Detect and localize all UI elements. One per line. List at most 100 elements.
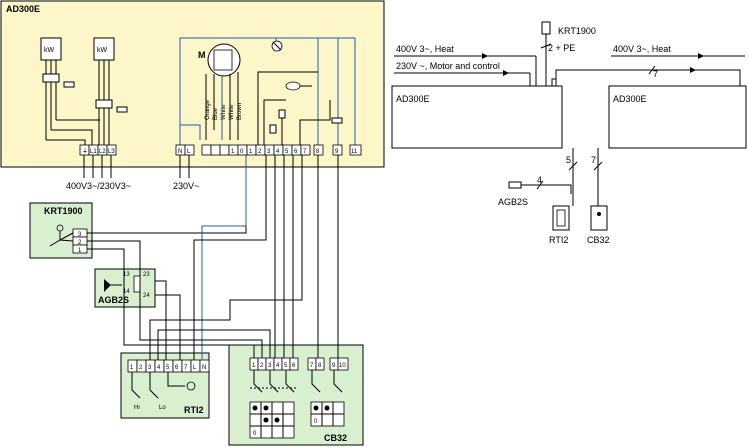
svg-text:14: 14 xyxy=(123,289,130,295)
ad300e-unit-1 xyxy=(391,85,563,149)
agb2s-sensor-icon xyxy=(104,279,122,292)
motor-control-line: 230V ~, Motor and control xyxy=(394,61,531,86)
svg-text:7: 7 xyxy=(653,69,658,79)
agb2s-device: AGB2S xyxy=(498,181,528,207)
cb32-switch-icon xyxy=(250,370,343,393)
svg-text:5: 5 xyxy=(166,365,170,371)
svg-text:6: 6 xyxy=(294,149,298,155)
supply-400v-label: 400V3~/230V3~ xyxy=(66,181,131,191)
rti2-hi-label: Hi xyxy=(134,405,140,411)
svg-text:1: 1 xyxy=(231,149,235,155)
svg-text:AGB2S: AGB2S xyxy=(498,197,528,207)
svg-text:2: 2 xyxy=(139,365,143,371)
thermostat-icon xyxy=(285,81,312,91)
svg-text:5: 5 xyxy=(284,363,288,369)
krt1900-device: KRT1900 2 + PE xyxy=(540,21,596,86)
svg-text:11: 11 xyxy=(351,149,358,155)
svg-text:3: 3 xyxy=(268,363,272,369)
svg-text:L3: L3 xyxy=(108,149,115,155)
svg-text:AD300E: AD300E xyxy=(396,94,430,104)
aux-terminal-block: 8 9 11 xyxy=(313,144,362,156)
svg-text:White: White xyxy=(221,104,227,120)
rti2-switch-icon xyxy=(131,372,196,399)
svg-text:L: L xyxy=(193,365,197,371)
svg-text:White: White xyxy=(229,104,235,120)
svg-text:4: 4 xyxy=(276,363,280,369)
svg-text:2: 2 xyxy=(260,363,264,369)
svg-text:AGB2S: AGB2S xyxy=(98,295,129,305)
svg-text:6: 6 xyxy=(292,363,296,369)
heat-line-1: 400V 3~, Heat xyxy=(394,44,537,86)
svg-text:Orange: Orange xyxy=(205,99,211,120)
cb32-selector-grid-right: 0 xyxy=(310,401,345,427)
ad300e-panel-title: AD300E xyxy=(6,4,40,14)
svg-text:RTI2: RTI2 xyxy=(184,405,204,415)
svg-text:1: 1 xyxy=(249,149,253,155)
rti2-device: RTI2 xyxy=(549,205,570,245)
svg-text:8: 8 xyxy=(318,363,322,369)
svg-text:1: 1 xyxy=(130,365,134,371)
supply-230v-label: 230V~ xyxy=(173,181,199,191)
svg-text:400V 3~, Heat: 400V 3~, Heat xyxy=(396,44,454,54)
svg-text:13: 13 xyxy=(123,272,130,278)
svg-text:RTI2: RTI2 xyxy=(549,235,568,245)
svg-text:kW: kW xyxy=(97,47,108,54)
krt1900-terminals: 3 2 1 xyxy=(72,228,88,254)
svg-text:KRT1900: KRT1900 xyxy=(44,206,83,216)
svg-text:7: 7 xyxy=(303,149,307,155)
svg-text:2: 2 xyxy=(258,149,262,155)
svg-text:0: 0 xyxy=(253,431,257,437)
svg-text:N: N xyxy=(178,149,182,155)
motor-symbol: M xyxy=(198,43,241,77)
ad300e-panel xyxy=(0,0,385,168)
svg-text:4: 4 xyxy=(537,175,542,185)
svg-text:kW: kW xyxy=(44,47,55,54)
svg-text:7: 7 xyxy=(310,363,314,369)
rti2-lo-label: Lo xyxy=(159,405,166,411)
motor-wire-labels: Orange Blue White White Brown xyxy=(205,99,243,120)
heat-line-2: 400V 3~, Heat xyxy=(611,44,745,59)
svg-text:23: 23 xyxy=(143,272,150,278)
cb32-selector-grid-left: 0 xyxy=(249,401,295,439)
ad300e-unit-2 xyxy=(608,85,747,149)
svg-text:L: L xyxy=(187,149,191,155)
main-terminal-block: N L 1 0 1 2 3 4 5 6 7 xyxy=(175,144,311,156)
rti2-terminals: 1 2 3 4 5 6 7 L N xyxy=(127,359,210,373)
cb32-device: CB32 xyxy=(587,205,610,245)
svg-text:6: 6 xyxy=(175,365,179,371)
svg-text:7: 7 xyxy=(591,155,596,165)
svg-text:9: 9 xyxy=(332,363,336,369)
contactor-1: kW xyxy=(40,37,75,140)
cb32-terminals: 1 2 3 4 5 6 7 8 9 10 xyxy=(249,357,349,371)
svg-text:⏚: ⏚ xyxy=(82,148,88,155)
svg-text:3: 3 xyxy=(148,365,152,371)
svg-text:L2: L2 xyxy=(99,149,106,155)
svg-text:3: 3 xyxy=(78,232,82,238)
svg-text:M: M xyxy=(198,50,206,60)
svg-text:10: 10 xyxy=(339,363,346,369)
power-terminal-block: ⏚ L1 L2 L3 xyxy=(79,144,117,156)
svg-text:Blue: Blue xyxy=(213,107,219,120)
svg-text:9: 9 xyxy=(335,149,339,155)
svg-text:400V 3~, Heat: 400V 3~, Heat xyxy=(613,44,671,54)
svg-text:230V ~, Motor and control: 230V ~, Motor and control xyxy=(396,61,500,71)
svg-text:CB32: CB32 xyxy=(324,433,347,443)
svg-text:AD300E: AD300E xyxy=(613,94,647,104)
svg-text:3: 3 xyxy=(267,149,271,155)
svg-text:5: 5 xyxy=(566,155,571,165)
svg-text:Brown: Brown xyxy=(237,103,243,120)
svg-text:0: 0 xyxy=(314,419,318,425)
krt1900-sensor-icon xyxy=(49,224,74,247)
contactor-2: kW xyxy=(93,37,128,145)
svg-text:N: N xyxy=(202,365,206,371)
svg-text:8: 8 xyxy=(316,149,320,155)
svg-text:5: 5 xyxy=(285,149,289,155)
svg-text:0: 0 xyxy=(240,149,244,155)
svg-text:CB32: CB32 xyxy=(587,235,610,245)
heater-lamp-icon xyxy=(271,40,283,52)
svg-text:4: 4 xyxy=(157,365,161,371)
svg-text:4: 4 xyxy=(276,149,280,155)
svg-text:1: 1 xyxy=(252,363,256,369)
svg-text:KRT1900: KRT1900 xyxy=(558,26,596,36)
svg-text:7: 7 xyxy=(184,365,188,371)
